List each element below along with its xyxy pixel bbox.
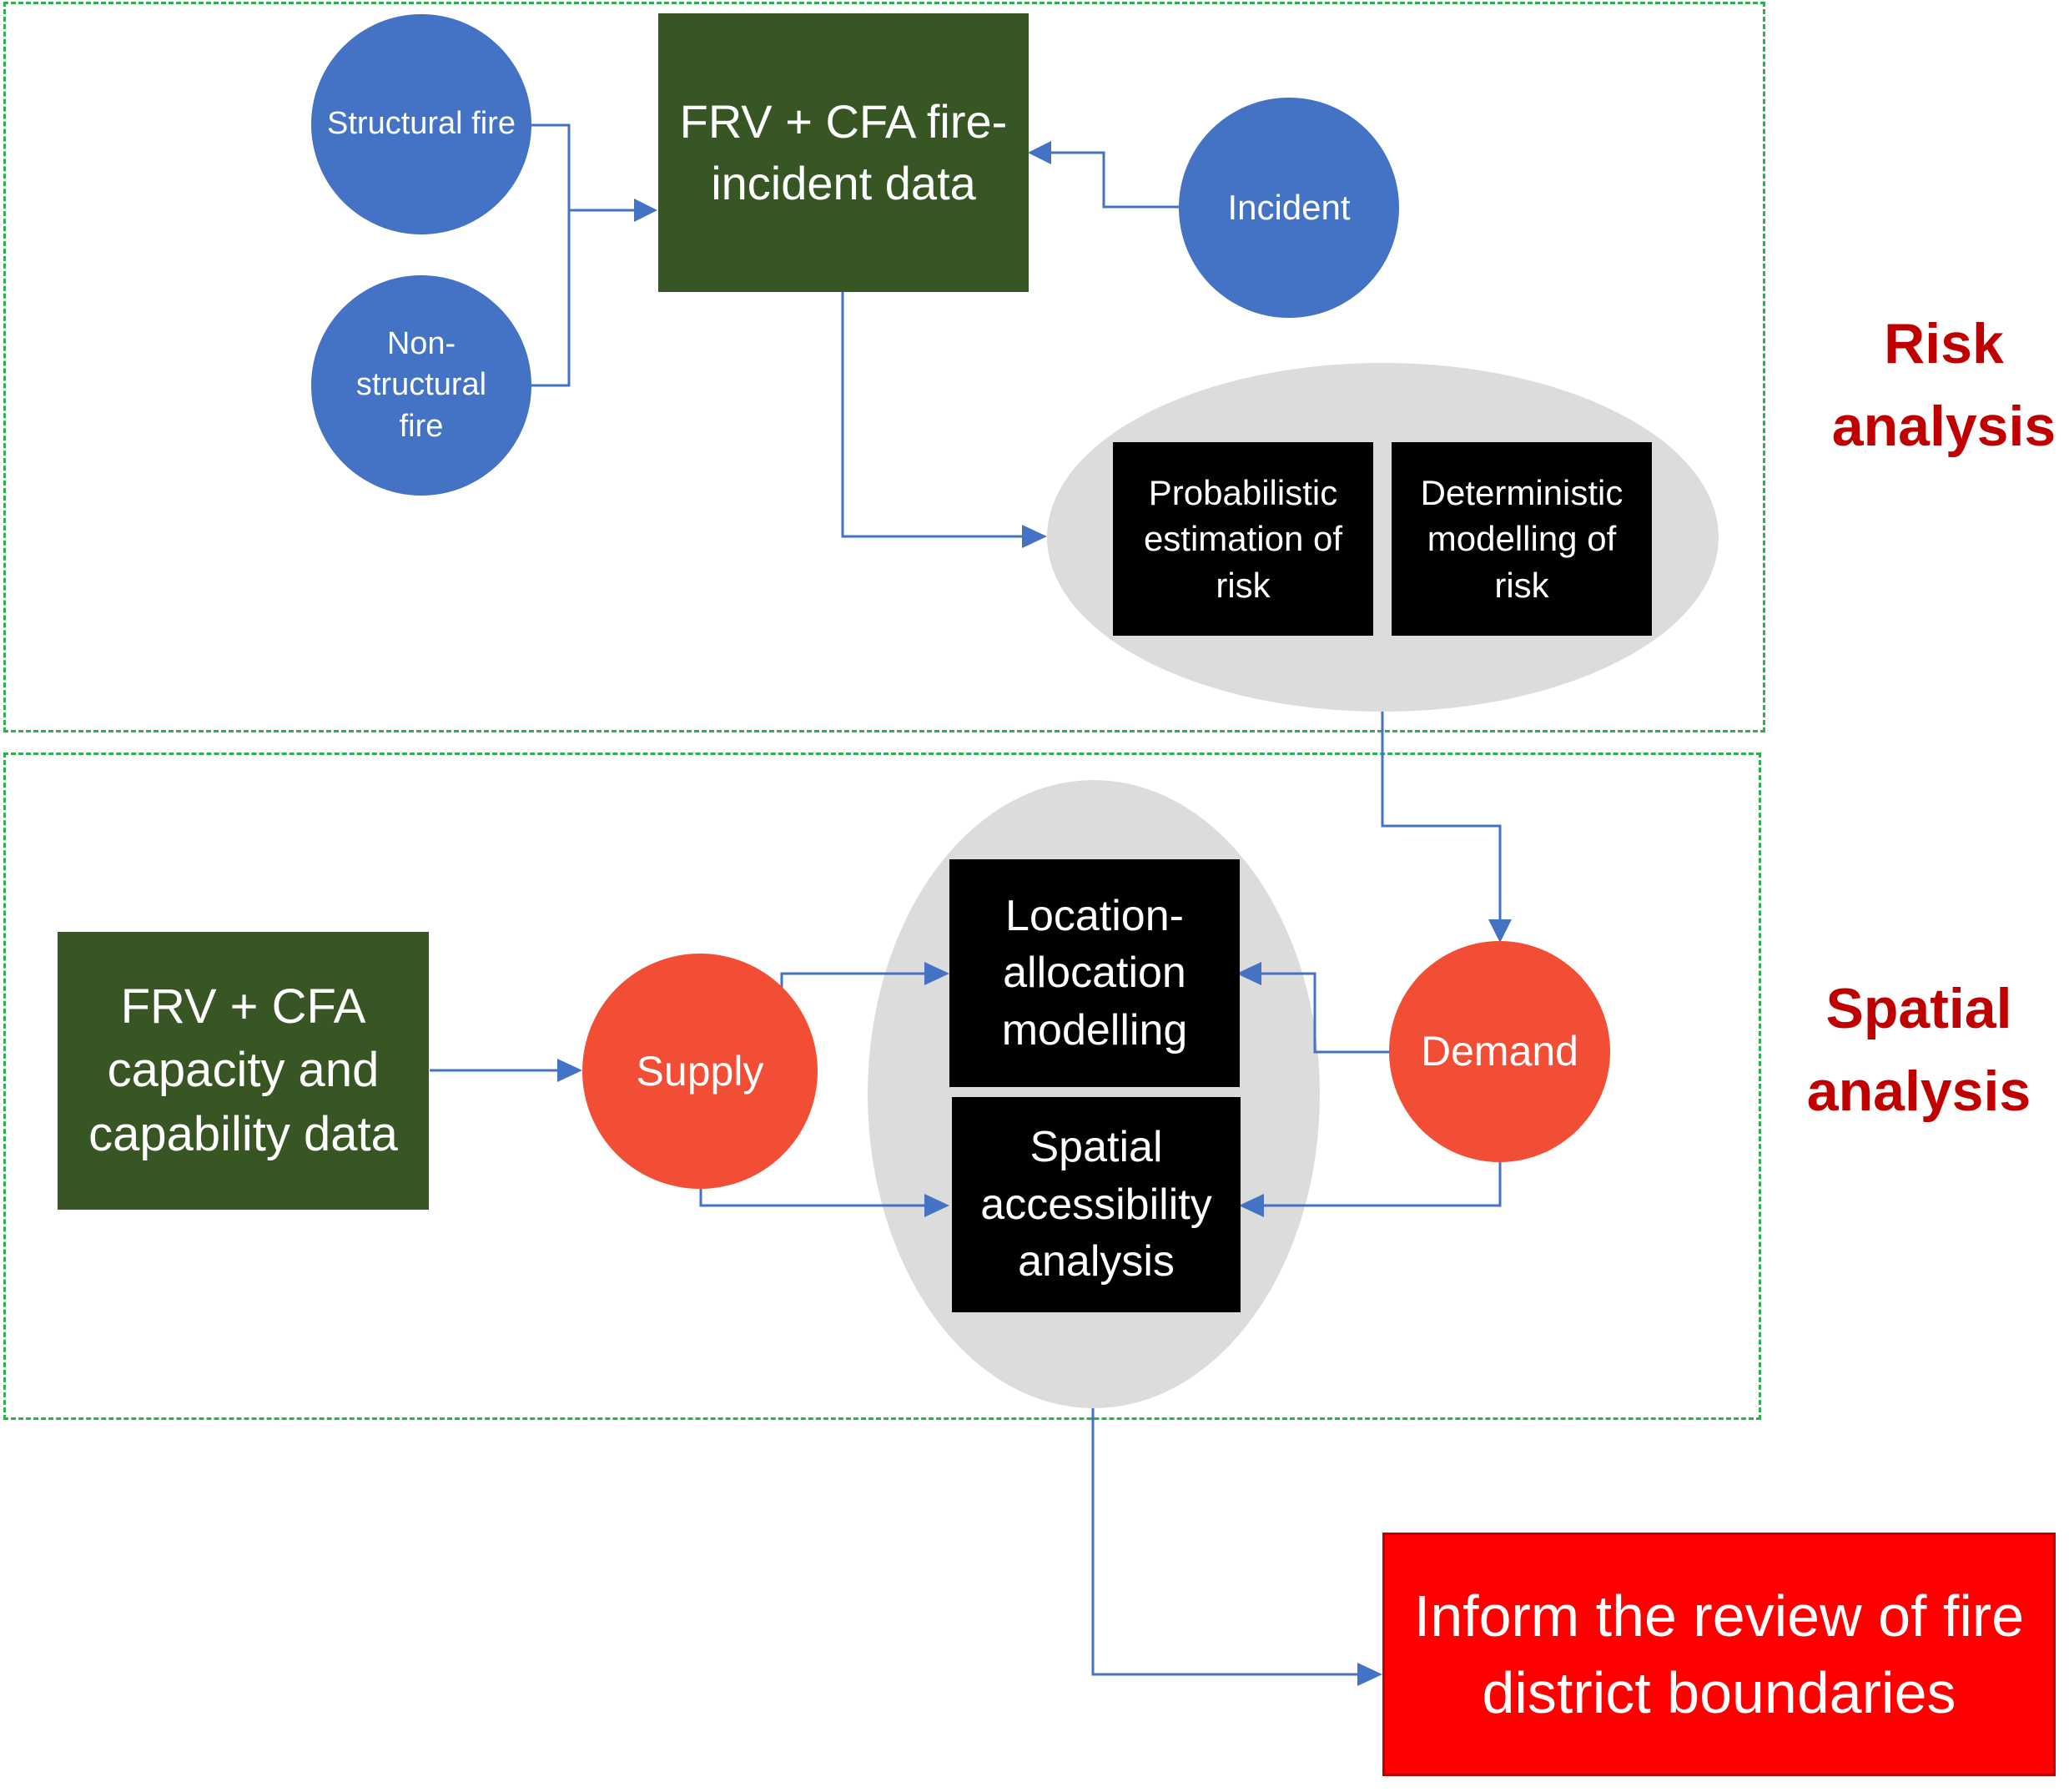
risk-analysis-label-line1: Risk (1884, 312, 2004, 375)
risk-analysis-label-line2: analysis (1831, 394, 2056, 458)
probabilistic-estimation-box: Probabilistic estimation of risk (1113, 442, 1373, 636)
inform-review-label: Inform the review of fire district bound… (1413, 1583, 2025, 1725)
spatial-analysis-label-line2: analysis (1806, 1059, 2031, 1123)
non-structural-fire-label: Non-structural fire (355, 325, 487, 444)
deterministic-modelling-label: Deterministic modelling of risk (1420, 472, 1623, 605)
capacity-capability-data-box: FRV + CFA capacity and capability data (58, 932, 429, 1210)
incident-label: Incident (1227, 187, 1351, 227)
demand-label: Demand (1421, 1028, 1578, 1075)
structural-fire-node: Structural fire (311, 14, 531, 234)
structural-fire-label: Structural fire (327, 106, 516, 142)
spatial-accessibility-box: Spatial accessibility analysis (952, 1097, 1241, 1312)
spatial-accessibility-label: Spatial accessibility analysis (980, 1123, 1212, 1286)
spatial-analysis-label-line1: Spatial (1825, 977, 2012, 1040)
supply-label: Supply (636, 1047, 764, 1095)
spatial-analysis-label: Spatial analysis (1794, 968, 2044, 1132)
inform-review-box: Inform the review of fire district bound… (1382, 1533, 2056, 1776)
incident-node: Incident (1179, 98, 1399, 318)
risk-analysis-section (3, 2, 1765, 732)
location-allocation-label: Location-allocation modelling (1001, 891, 1188, 1055)
spatial-oval-to-inform-arrow (1091, 1408, 1378, 1676)
risk-analysis-label: Risk analysis (1823, 303, 2065, 467)
deterministic-modelling-box: Deterministic modelling of risk (1392, 442, 1652, 636)
location-allocation-box: Location-allocation modelling (949, 859, 1240, 1087)
non-structural-fire-node: Non-structural fire (311, 275, 531, 496)
demand-node: Demand (1389, 941, 1610, 1162)
fire-incident-data-box: FRV + CFA fire-incident data (658, 13, 1029, 292)
arrowhead-inform (1357, 1663, 1382, 1686)
probabilistic-estimation-label: Probabilistic estimation of risk (1143, 472, 1343, 605)
spatial-analysis-section (3, 753, 1761, 1420)
supply-node: Supply (582, 954, 818, 1189)
fire-incident-data-label: FRV + CFA fire-incident data (679, 95, 1008, 209)
capacity-capability-data-label: FRV + CFA capacity and capability data (88, 979, 398, 1161)
